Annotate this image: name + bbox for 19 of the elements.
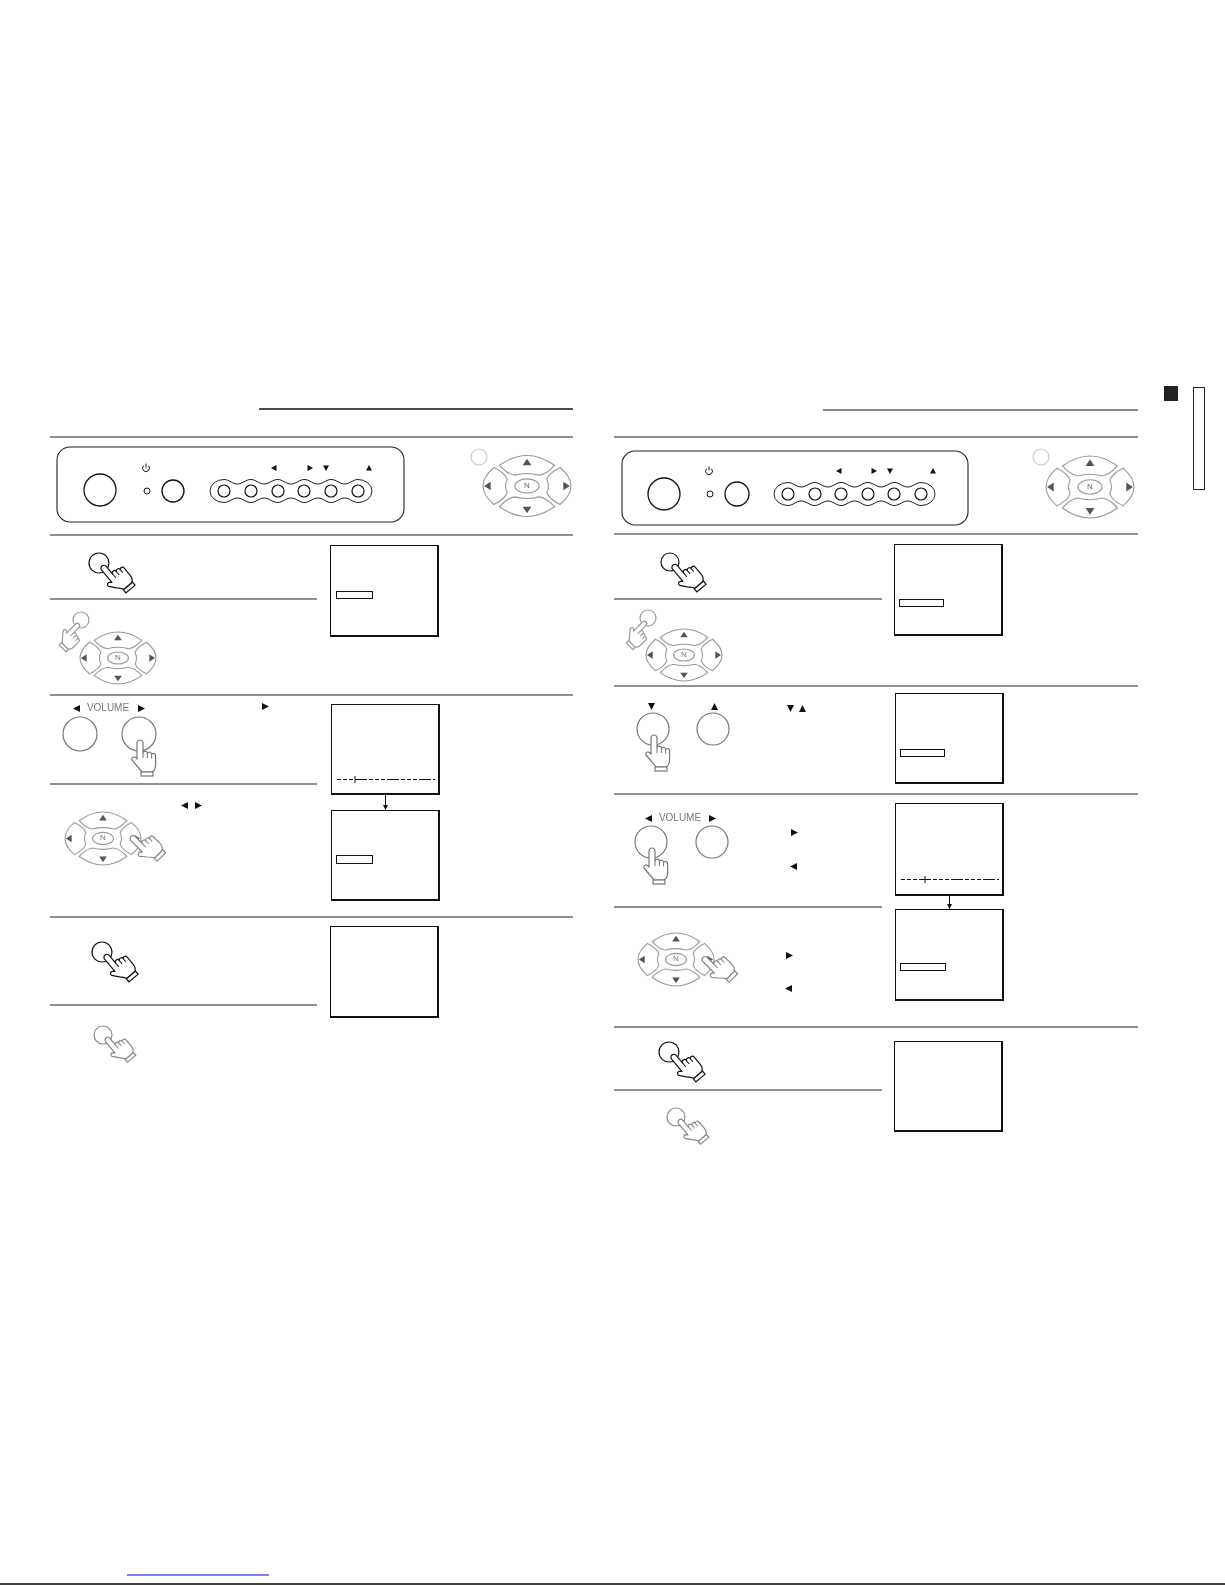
- button-label: N: [681, 651, 687, 659]
- arrow: [947, 895, 952, 910]
- tv-screen: [895, 909, 1004, 1001]
- arrow: [383, 794, 388, 811]
- tv-screen: [330, 545, 439, 637]
- tv-screen: [331, 704, 440, 795]
- button-group-label: VOLUME: [658, 813, 702, 823]
- button-label: N: [673, 955, 679, 963]
- tv-screen: [895, 693, 1004, 784]
- button-label: N: [100, 834, 106, 842]
- button-group-label: VOLUME: [86, 703, 130, 713]
- tv-screen: [894, 1041, 1003, 1132]
- button-label: N: [524, 482, 530, 490]
- button-label: N: [115, 654, 121, 662]
- tv-screen: [895, 803, 1004, 896]
- tv-screen: [894, 544, 1003, 636]
- tv-screen: [330, 926, 439, 1018]
- tv-screen: [331, 810, 440, 901]
- button-label: N: [1087, 483, 1093, 491]
